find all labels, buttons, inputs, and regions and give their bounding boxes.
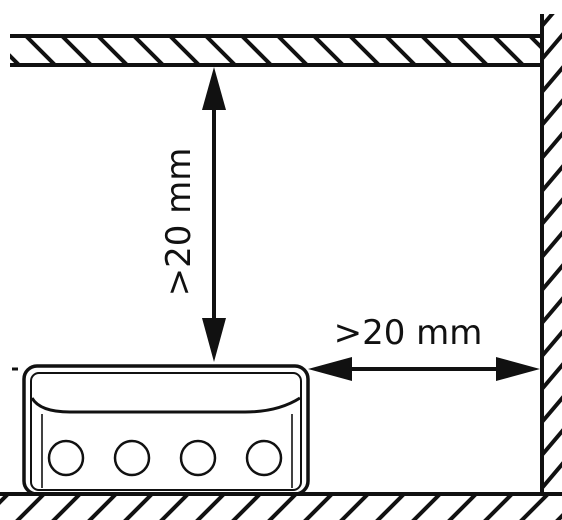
- hatch-line: [411, 494, 442, 520]
- hatch-line: [0, 494, 10, 505]
- hatch-line: [87, 494, 118, 520]
- vertical-clearance-label: >20 mm: [159, 148, 199, 297]
- hatch-line: [528, 36, 542, 51]
- hatch-line: [312, 36, 345, 65]
- hatch-line: [339, 494, 370, 520]
- hatch-line: [159, 494, 190, 520]
- hatch-line: [15, 494, 46, 520]
- floor-surface: [0, 492, 562, 520]
- hatch-line: [541, 164, 562, 193]
- cable-gland-hole: [179, 439, 217, 477]
- ceiling-surface: [10, 34, 542, 67]
- hatch-line: [541, 362, 562, 391]
- hatch-line: [195, 494, 226, 520]
- cable-gland-hole: [47, 439, 85, 477]
- hatch-line: [276, 36, 309, 65]
- hatch-line: [483, 494, 514, 520]
- hatch-line: [51, 494, 82, 520]
- hatch-line: [541, 395, 562, 424]
- hatch-line: [541, 230, 562, 259]
- hatch-line: [555, 513, 562, 520]
- hatch-line: [541, 32, 562, 61]
- hatch-line: [447, 494, 478, 520]
- hatch-line: [132, 36, 165, 65]
- hatch-line: [541, 197, 562, 226]
- cable-gland-hole: [113, 439, 151, 477]
- hatch-line: [541, 14, 555, 28]
- hatch-line: [541, 263, 562, 292]
- hatch-line: [348, 36, 381, 65]
- hatch-line: [60, 36, 93, 65]
- hatch-line: [303, 494, 334, 520]
- hatch-line: [541, 428, 562, 457]
- hatch-line: [541, 98, 562, 127]
- hatch-line: [240, 36, 273, 65]
- vertical-dimension-arrow: [202, 67, 226, 362]
- hatch-line: [541, 65, 562, 94]
- cable-gland-holes: [47, 439, 283, 477]
- hatch-line: [519, 494, 550, 520]
- hatch-line: [375, 494, 406, 520]
- hatch-line: [492, 36, 525, 65]
- wall-surface: [540, 14, 562, 494]
- hatch-line: [204, 36, 237, 65]
- hatch-line: [231, 494, 262, 520]
- hatch-line: [96, 36, 129, 65]
- hatch-line: [420, 36, 453, 65]
- hatch-line: [168, 36, 201, 65]
- hatch-line: [24, 36, 57, 65]
- hatch-line: [123, 494, 154, 520]
- device-enclosure: [12, 364, 310, 496]
- cable-gland-hole: [245, 439, 283, 477]
- hatch-line: [267, 494, 298, 520]
- hatch-line: [541, 461, 562, 490]
- horizontal-clearance-label: >20 mm: [334, 313, 483, 353]
- hatch-line: [541, 329, 562, 358]
- horizontal-dimension-arrow: [308, 357, 540, 381]
- hatch-line: [541, 296, 562, 325]
- hatch-line: [384, 36, 417, 65]
- hatch-line: [10, 53, 21, 65]
- hatch-line: [541, 131, 562, 160]
- hatch-line: [456, 36, 489, 65]
